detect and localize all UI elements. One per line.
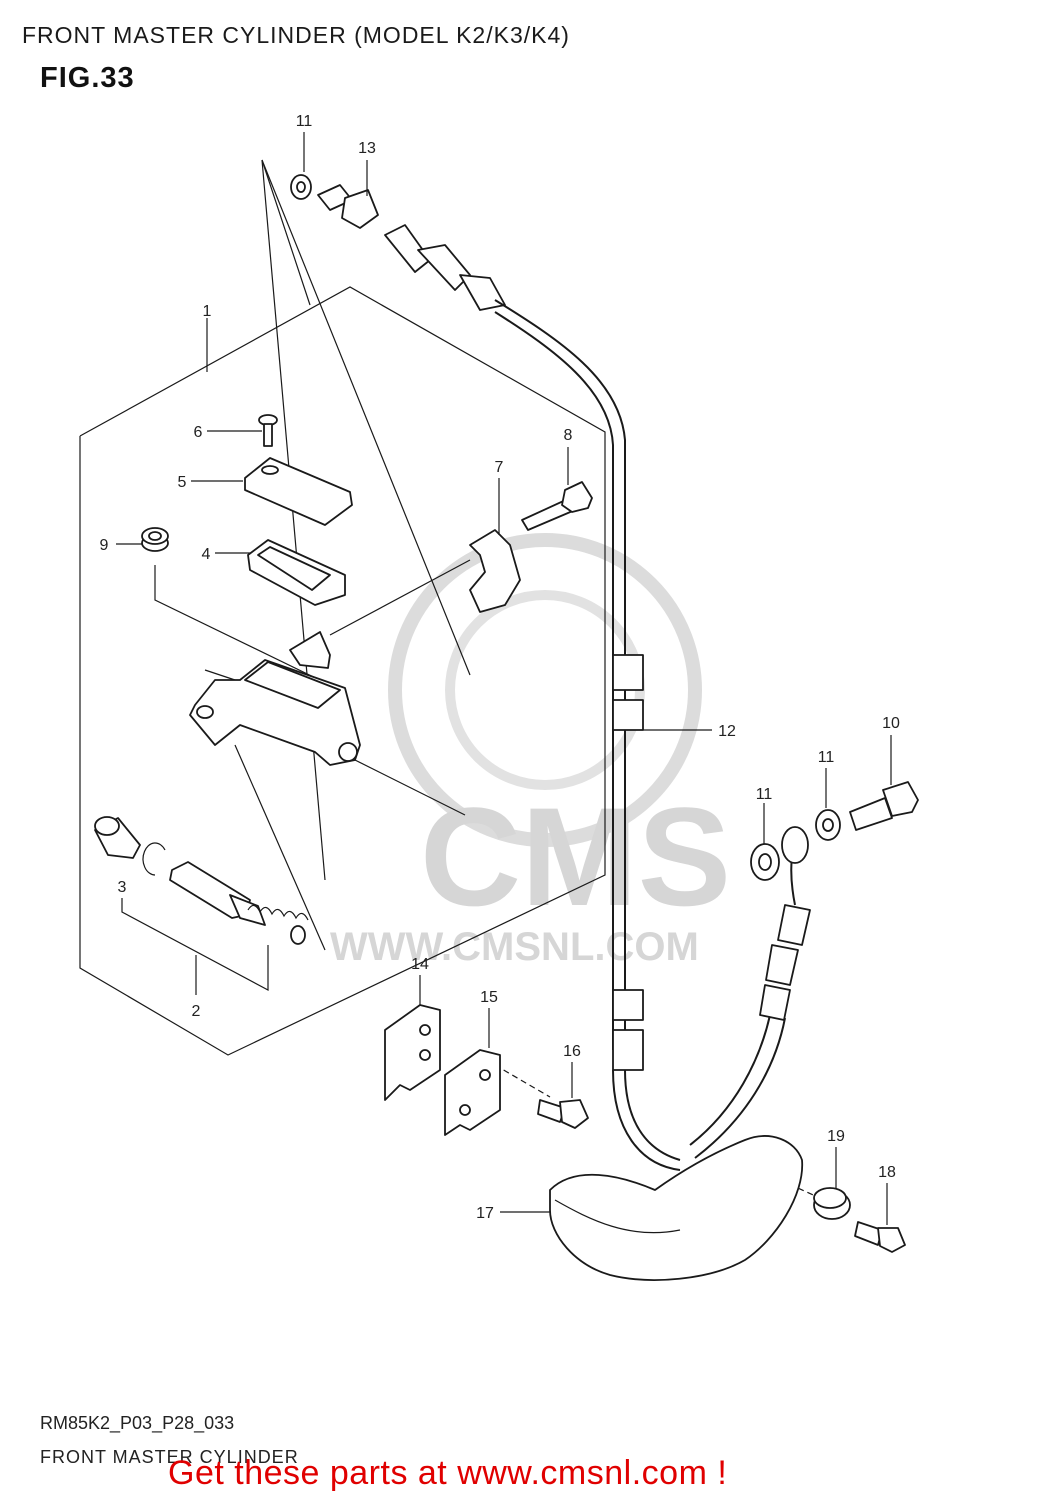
part-7-clamp	[469, 529, 521, 613]
callout-8: 8	[564, 427, 573, 444]
watermark: CMS WWW.CMSNL.COM	[330, 533, 731, 969]
part-11-washer-lower	[750, 809, 841, 881]
part-10-union-bolt	[849, 781, 919, 831]
callout-7: 7	[495, 459, 504, 476]
callout-12: 12	[718, 723, 736, 740]
part-18-bolt	[854, 1221, 906, 1253]
watermark-url: WWW.CMSNL.COM	[330, 925, 699, 969]
part-6-screw	[258, 414, 278, 447]
leader-lines	[116, 132, 892, 1225]
part-15-hose-guide	[444, 1049, 501, 1136]
part-17-disc-cover	[549, 1135, 803, 1281]
callout-6: 6	[194, 424, 203, 441]
callout-11-left: 11	[756, 786, 773, 803]
diagram-code: RM85K2_P03_P28_033	[40, 1413, 235, 1433]
callout-5: 5	[178, 474, 187, 491]
callout-13: 13	[358, 140, 376, 157]
part-8-bolt	[521, 481, 593, 531]
part-5-reservoir-cap	[244, 457, 353, 526]
figure-number: FIG.33	[40, 62, 135, 94]
guide-lines	[154, 159, 821, 1199]
part-19-collar	[813, 1187, 851, 1220]
part-12-brake-hose	[384, 224, 811, 1171]
callout-10: 10	[882, 715, 900, 732]
callout-18: 18	[878, 1164, 896, 1181]
page-title: FRONT MASTER CYLINDER (MODEL K2/K3/K4)	[22, 22, 570, 48]
master-cylinder-body	[189, 631, 361, 766]
callout-labels: 11 13 1 6 5 4 9 7 8 12 10 11 11 3 2 14 1…	[100, 113, 900, 1222]
part-16-bolt	[537, 1099, 589, 1129]
circlip	[142, 842, 166, 876]
callout-16: 16	[563, 1043, 581, 1060]
callout-11-top: 11	[296, 113, 313, 130]
part-2-piston-set	[169, 861, 309, 945]
callout-3: 3	[118, 879, 127, 896]
callout-2: 2	[192, 1003, 201, 1020]
diagram-caption: FRONT MASTER CYLINDER	[40, 1447, 299, 1467]
callout-11-right: 11	[818, 749, 835, 766]
callout-19: 19	[827, 1128, 845, 1145]
part-9-bushing	[141, 527, 169, 552]
watermark-brand: CMS	[420, 778, 731, 935]
shop-link[interactable]: Get these parts at www.cmsnl.com !	[168, 1454, 728, 1492]
part-3-boot	[94, 816, 141, 859]
callout-4: 4	[202, 546, 211, 563]
assembly-outline	[79, 286, 606, 1056]
part-11-washer-top	[290, 174, 312, 200]
callout-17: 17	[476, 1205, 494, 1222]
group-brackets	[121, 898, 269, 995]
callout-14: 14	[411, 956, 429, 973]
part-14-hose-guide	[384, 1004, 441, 1101]
part-13-union-bolt	[317, 184, 379, 229]
part-4-diaphragm	[247, 539, 346, 606]
callout-15: 15	[480, 989, 498, 1006]
callout-9: 9	[100, 537, 109, 554]
callout-1: 1	[203, 303, 212, 320]
